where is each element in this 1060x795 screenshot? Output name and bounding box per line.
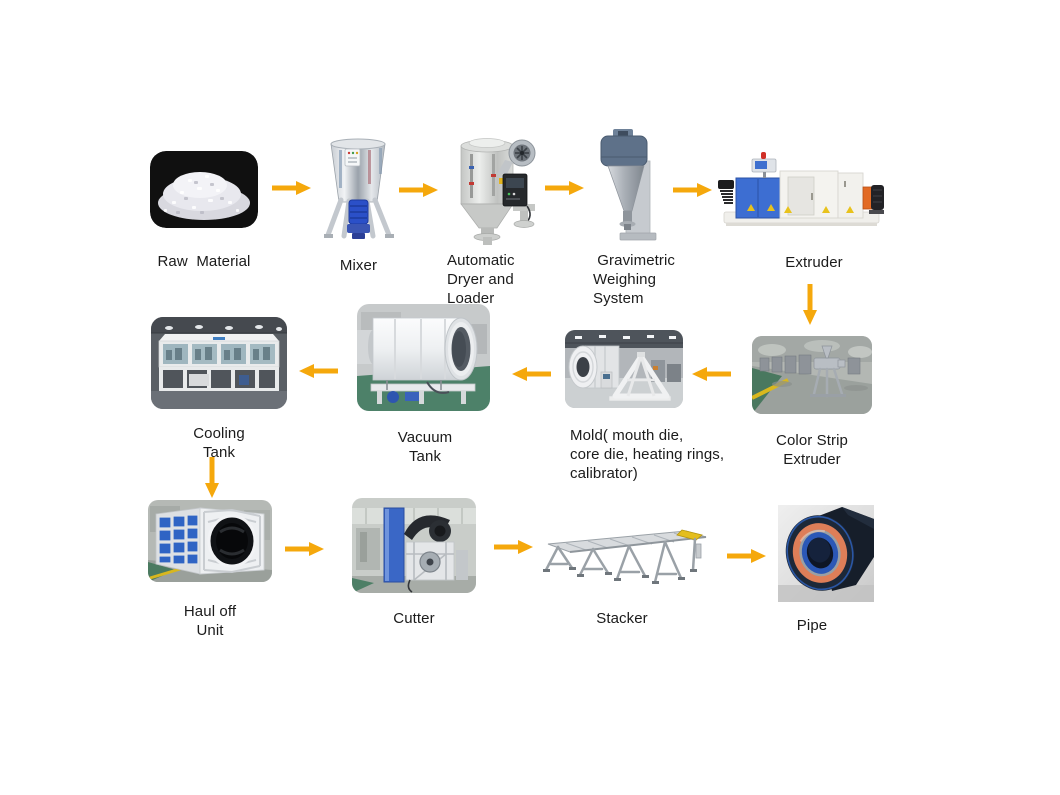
arrow-stacker-to-pipe-icon — [726, 548, 766, 564]
gravimetric-illustration — [600, 129, 657, 241]
mold-illustration — [565, 330, 683, 408]
mixer-illustration — [324, 138, 394, 239]
vacuum-tank-label: Vacuum Tank — [397, 429, 453, 465]
stacker-illustration — [543, 529, 707, 584]
stacker-label: Stacker — [596, 610, 648, 627]
arrow-mold-to-vacuum-icon — [512, 366, 552, 382]
automatic-dryer-loader-photo — [443, 126, 540, 247]
gravimetric-label: Gravimetric Weighing System — [593, 252, 676, 307]
haul-off-unit-photo — [148, 500, 272, 582]
cooling-tank-illustration — [151, 317, 287, 409]
haul-off-illustration — [148, 500, 272, 582]
raw-material-photo — [150, 151, 258, 228]
arrow-vacuum-to-cooling-icon — [299, 363, 339, 379]
arrow-extruder-to-colorstrip-icon — [802, 283, 818, 325]
raw-material-label: Raw Material — [157, 253, 251, 270]
extruder-label: Extruder — [785, 254, 843, 271]
arrow-cooling-to-hauloff-icon — [204, 456, 220, 498]
vacuum-tank-illustration — [357, 304, 490, 411]
gravimetric-weighing-photo — [594, 127, 662, 243]
mold-photo — [565, 330, 683, 408]
cutter-photo — [352, 498, 476, 593]
pipe-illustration — [778, 505, 874, 602]
mold-label: Mold( mouth die, core die, heating rings… — [570, 427, 725, 482]
color-strip-extruder-photo — [752, 336, 872, 414]
color-strip-extruder-illustration — [752, 336, 872, 414]
pipe-photo — [778, 505, 874, 602]
arrow-dryer-to-gravimetric-icon — [544, 180, 584, 196]
cooling-tank-photo — [151, 317, 287, 409]
extruder-photo — [718, 151, 885, 232]
vacuum-tank-photo — [357, 304, 490, 411]
arrow-hauloff-to-cutter-icon — [284, 541, 324, 557]
extruder-illustration — [718, 152, 884, 226]
arrow-raw-to-mixer-icon — [271, 180, 311, 196]
arrow-cutter-to-stacker-icon — [493, 539, 533, 555]
color-strip-extruder-label: Color Strip Extruder — [776, 432, 848, 468]
cutter-label: Cutter — [393, 610, 435, 627]
haul-off-unit-label: Haul off Unit — [183, 603, 237, 639]
arrow-colorstrip-to-mold-icon — [692, 366, 732, 382]
mixer-label: Mixer — [339, 257, 378, 274]
stacker-photo — [536, 514, 720, 584]
dryer-illustration — [460, 138, 536, 245]
cutter-illustration — [352, 498, 476, 593]
dryer-label: Automatic Dryer and Loader — [447, 252, 515, 307]
cooling-tank-label: Cooling Tank — [193, 425, 245, 461]
arrow-gravimetric-to-extruder-icon — [672, 182, 712, 198]
raw-material-illustration — [150, 151, 258, 228]
mixer-photo — [319, 134, 398, 242]
arrow-mixer-to-dryer-icon — [398, 182, 438, 198]
pipe-label: Pipe — [796, 617, 828, 634]
